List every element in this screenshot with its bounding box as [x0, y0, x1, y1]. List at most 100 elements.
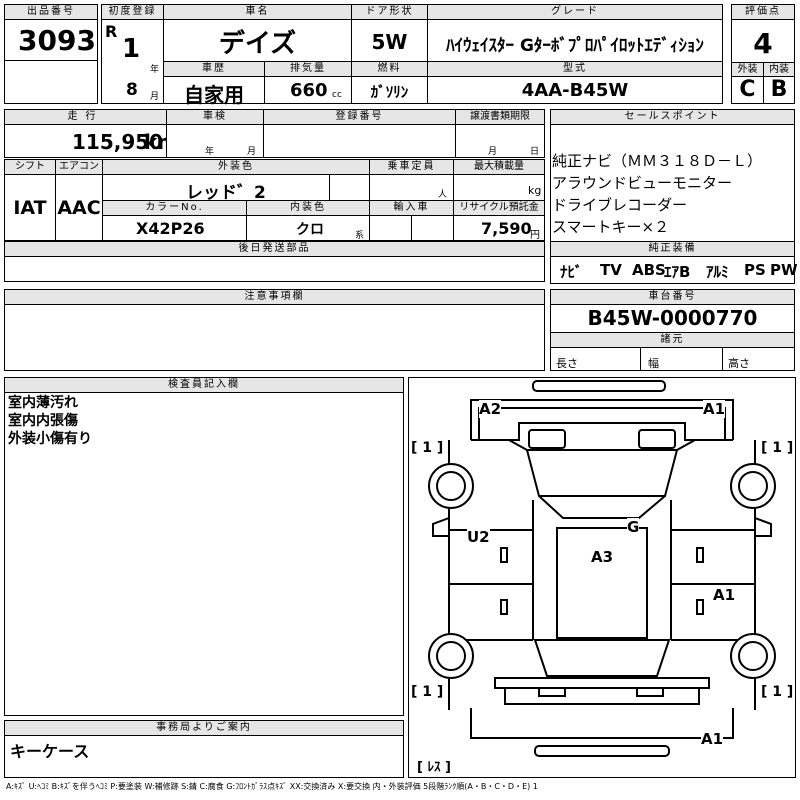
load-label: 最大積載量 — [453, 159, 545, 175]
front-bumper — [532, 380, 666, 392]
damage-a1-top: A1 — [703, 400, 726, 418]
history-cell — [163, 76, 265, 104]
int-color-suffix: 系 — [355, 231, 365, 241]
sales-line: スマートキー×２ — [552, 218, 670, 236]
equip-tv: TV — [600, 261, 622, 279]
inspector-label: 検査員記入欄 — [4, 377, 404, 393]
car-name: デイズ — [218, 29, 297, 59]
color-label: 外装色 — [102, 159, 370, 175]
equip-airbag: ｴｱB — [664, 263, 691, 281]
damage-a1-right: A1 — [713, 586, 736, 604]
era: R — [105, 22, 118, 41]
ac-cell — [55, 174, 103, 241]
history: 自家用 — [184, 83, 244, 107]
ext-grade: C — [739, 77, 756, 102]
equipment-cell — [550, 256, 795, 284]
equip-ps: PS — [744, 261, 766, 279]
inspection-label: 車検 — [166, 109, 264, 125]
rear-bumper — [470, 708, 734, 739]
spec-label: 諸元 — [550, 332, 795, 348]
shift-cell — [4, 174, 56, 241]
equip-pw: PW — [770, 261, 798, 279]
recycle-label: リサイクル預託金 — [453, 200, 545, 216]
int-color-cell — [246, 215, 370, 241]
insp-month-unit: 月 — [247, 147, 257, 157]
int-label: 内装 — [763, 62, 795, 77]
chassis-cell — [550, 304, 795, 333]
ext-cell — [731, 76, 764, 104]
fuel-cell — [351, 76, 428, 104]
car-diagram: A2 A1 U2 G A3 A1 A1 [ 1 ] [ 1 ] [ 1 ] [ … — [408, 377, 796, 778]
roof — [538, 495, 666, 519]
color-no-cell — [102, 215, 247, 241]
sales-cell — [550, 124, 795, 242]
color: レッド゛2 — [186, 183, 266, 203]
damage-u2: U2 — [467, 528, 490, 546]
capacity-cell — [369, 174, 454, 201]
transfer-label: 譲渡書類期限 — [455, 109, 545, 125]
rear-window — [533, 639, 671, 677]
sales-line: アラウンドビューモニター — [552, 174, 733, 192]
damage-a3: A3 — [591, 548, 614, 566]
int-cell — [763, 76, 795, 104]
spec-height: 高さ — [728, 357, 750, 370]
shift-label: シフト — [4, 159, 56, 175]
ac-label: エアコン — [55, 159, 103, 175]
inspector-line: 外装小傷有り — [8, 431, 92, 447]
lot-no-label: 出品番号 — [4, 4, 98, 20]
lot-no: 3093 — [18, 24, 96, 57]
recycle-unit: 円 — [530, 230, 540, 241]
roof-panel — [556, 527, 648, 639]
inspector-lines: 室内薄汚れ 室内内張傷 外装小傷有り — [8, 394, 92, 448]
insp-year-unit: 年 — [205, 147, 215, 157]
equipment-label: 純正装備 — [550, 241, 795, 257]
int-color: クロ — [296, 222, 324, 238]
damage-a2: A2 — [479, 400, 502, 418]
score-label: 評価点 — [731, 4, 795, 20]
score-cell — [731, 19, 795, 63]
import-cell-a — [369, 215, 412, 241]
equip-navi: ﾅﾋﾞ — [560, 263, 583, 281]
displacement-cell — [264, 76, 352, 104]
car-diagram-svg — [428, 380, 776, 757]
grade-label: グレード — [427, 4, 723, 20]
history-label: 車歴 — [163, 61, 265, 77]
ac: AAC — [57, 197, 101, 219]
sales-lines: 純正ナビ（ＭＭ３１８Ｄ－Ｌ） アラウンドビューモニター ドライブレコーダー スマ… — [552, 150, 762, 238]
office-cell — [4, 735, 404, 778]
reg-month: 8 — [126, 80, 138, 100]
windshield — [525, 449, 679, 497]
spec-width-cell — [640, 347, 723, 371]
inspector-cell — [4, 392, 404, 716]
car-name-label: 車名 — [163, 4, 352, 20]
later-parts-cell — [4, 256, 545, 282]
office-label: 事務局よりご案内 — [4, 720, 404, 736]
equip-alloy: ｱﾙﾐ — [706, 263, 729, 281]
reg-year: 1 — [122, 34, 141, 64]
sales-line: 純正ナビ（ＭＭ３１８Ｄ－Ｌ） — [552, 152, 763, 170]
load-cell — [453, 174, 545, 201]
door-cell — [351, 19, 428, 62]
sales-line: ドライブレコーダー — [552, 196, 688, 214]
chassis-no: B45W-0000770 — [587, 306, 758, 330]
door: 5W — [371, 30, 408, 54]
model-label: 型式 — [427, 61, 723, 77]
transfer-month-unit: 月 — [488, 147, 498, 157]
inspection-cell — [166, 124, 264, 158]
fuel: ｶﾞｿﾘﾝ — [370, 83, 409, 101]
ext-label: 外装 — [731, 62, 764, 77]
color-no-label: カラーNo. — [102, 200, 247, 216]
int-color-label: 内装色 — [246, 200, 370, 216]
damage-g: G — [627, 518, 640, 536]
transfer-cell — [455, 124, 545, 158]
sales-label: セールスポイント — [550, 109, 795, 125]
equip-abs: ABS — [632, 261, 666, 279]
tire-rr: [ 1 ] — [761, 684, 794, 700]
first-reg-cell — [101, 19, 164, 104]
capacity-unit: 人 — [438, 190, 448, 200]
tire-fr: [ 1 ] — [761, 440, 794, 456]
reg-no-label: 登録番号 — [263, 109, 456, 125]
transfer-day-unit: 日 — [530, 147, 540, 157]
spare-tire: [ ﾚｽ ] — [417, 756, 451, 775]
displacement-unit: cc — [332, 90, 342, 100]
